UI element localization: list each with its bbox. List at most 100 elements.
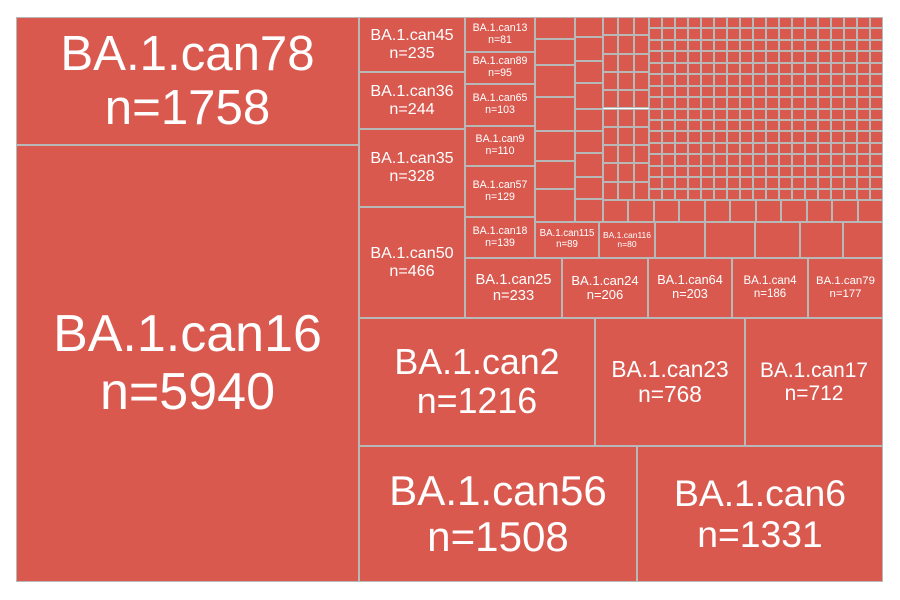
tile-unlabeled — [618, 145, 634, 164]
tile-unlabeled — [603, 53, 619, 72]
tile-unlabeled — [844, 165, 857, 178]
tile-unlabeled — [818, 97, 831, 109]
tile-unlabeled — [535, 65, 575, 97]
tile-unlabeled — [857, 188, 870, 200]
tile-unlabeled — [701, 188, 714, 200]
tile-unlabeled — [753, 131, 766, 143]
tile-unlabeled — [649, 177, 662, 189]
tile-unlabeled — [870, 165, 883, 178]
tile-name: BA.1.can23 — [611, 356, 729, 383]
tile-unlabeled — [779, 62, 792, 75]
tile-unlabeled — [662, 97, 675, 109]
tile-name: BA.1.can24 — [571, 272, 639, 288]
tile-unlabeled — [675, 28, 688, 40]
tile-unlabeled — [857, 131, 870, 143]
tile-unlabeled — [792, 165, 805, 178]
tile-unlabeled — [805, 97, 818, 109]
tile-unlabeled — [755, 222, 800, 258]
tile-unlabeled — [805, 17, 818, 29]
tile-unlabeled — [779, 17, 792, 29]
tile-name: BA.1.can4 — [743, 275, 797, 288]
tile-unlabeled — [701, 165, 714, 178]
tile-unlabeled — [603, 200, 629, 222]
tile-unlabeled — [857, 119, 870, 132]
tile-count: n=103 — [485, 104, 515, 116]
tile-unlabeled — [603, 163, 619, 182]
tile-unlabeled — [714, 28, 727, 40]
tile-unlabeled — [740, 188, 753, 200]
tile-unlabeled — [818, 154, 831, 166]
tile-unlabeled — [805, 108, 818, 120]
tile-name: BA.1.can6 — [673, 471, 847, 514]
tile-unlabeled — [653, 200, 680, 222]
tile-unlabeled — [633, 53, 649, 72]
tile-unlabeled — [714, 39, 727, 52]
tile-unlabeled — [753, 85, 766, 98]
tile-unlabeled — [740, 177, 753, 189]
tile-unlabeled — [792, 177, 805, 189]
tile-count: n=129 — [485, 190, 515, 203]
tile-unlabeled — [649, 97, 662, 109]
tile-unlabeled — [688, 119, 701, 132]
tile-unlabeled — [857, 51, 870, 63]
tile-name: BA.1.can57 — [472, 178, 528, 191]
tile-unlabeled — [740, 142, 753, 155]
tile-unlabeled — [701, 131, 714, 143]
tile-unlabeled — [679, 200, 705, 222]
tile-unlabeled — [633, 145, 649, 164]
tile-unlabeled — [675, 154, 688, 166]
tile-unlabeled — [675, 142, 688, 155]
tile-unlabeled — [575, 177, 603, 199]
tile-unlabeled — [730, 200, 756, 222]
tile-unlabeled — [870, 131, 883, 143]
tile-unlabeled — [766, 142, 779, 155]
tile-unlabeled — [662, 188, 675, 200]
tile-name: BA.1.can65 — [472, 92, 528, 105]
tile-unlabeled — [779, 142, 792, 155]
tile-count: n=1331 — [697, 513, 823, 555]
tile-unlabeled — [675, 62, 688, 75]
tile-unlabeled — [662, 177, 675, 189]
tile-name: BA.1.can56 — [389, 466, 607, 514]
tile-unlabeled — [766, 51, 779, 63]
tile-unlabeled — [618, 108, 634, 127]
tile-unlabeled — [662, 165, 675, 178]
tile-count: n=186 — [753, 288, 787, 300]
tile-unlabeled — [727, 97, 740, 109]
tile-unlabeled — [675, 188, 688, 200]
tile-unlabeled — [844, 74, 857, 86]
tile-unlabeled — [818, 142, 831, 155]
tile-unlabeled — [727, 51, 740, 63]
tile-unlabeled — [805, 28, 818, 40]
tile-unlabeled — [649, 119, 662, 132]
tile-unlabeled — [662, 17, 675, 29]
tile-name: BA.1.can13 — [472, 21, 528, 34]
tile-unlabeled — [832, 200, 858, 222]
tile-unlabeled — [740, 154, 753, 166]
tile-unlabeled — [618, 17, 634, 36]
tile-unlabeled — [779, 108, 792, 120]
tile-unlabeled — [633, 181, 649, 200]
tile-unlabeled — [575, 131, 603, 153]
tile-unlabeled — [688, 165, 701, 178]
tile-unlabeled — [688, 97, 701, 109]
tile-unlabeled — [766, 17, 779, 29]
tile-unlabeled — [831, 85, 844, 98]
tile-unlabeled — [740, 51, 753, 63]
tile-unlabeled — [870, 28, 883, 40]
tile-unlabeled — [618, 53, 634, 72]
